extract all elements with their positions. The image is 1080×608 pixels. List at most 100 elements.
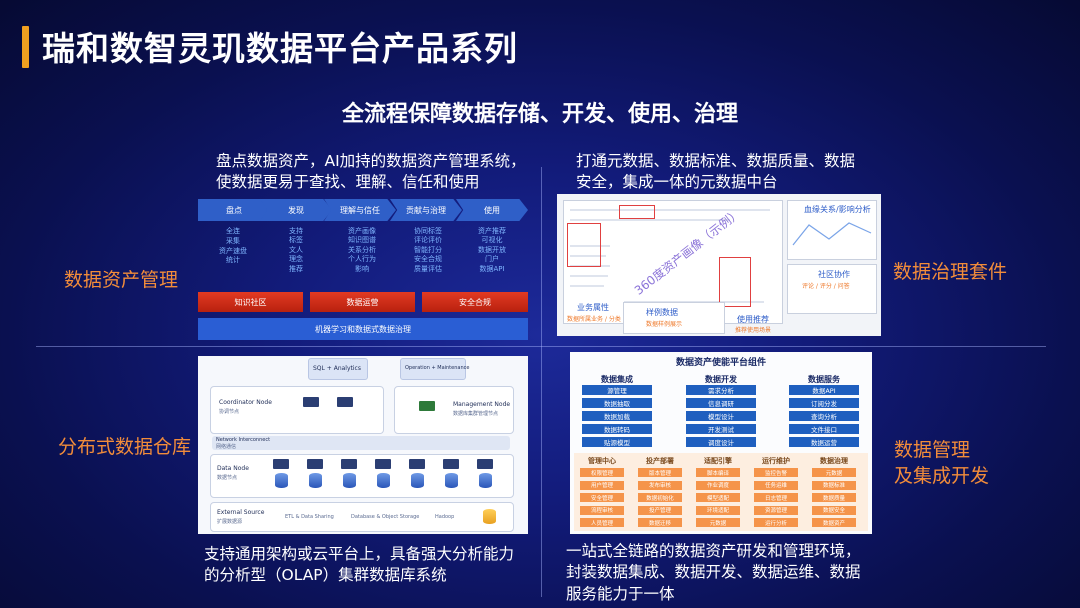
usage-recommend-tag: 使用推荐	[737, 315, 769, 324]
highlight-box	[619, 205, 655, 219]
business-attribute-tag: 业务属性	[577, 303, 609, 312]
operation-maintenance-pill: Operation + Maintenance	[400, 358, 469, 380]
component-item: 调度设计	[686, 437, 756, 447]
component-group-heading: 数据服务	[808, 375, 840, 384]
lineage-tag: 血缘关系/影响分析	[804, 205, 871, 214]
highlight-box	[719, 257, 751, 307]
security-compliance-button: 安全合规	[422, 292, 528, 312]
server-icon	[409, 459, 425, 469]
distributed-warehouse-label: 分布式数据仓库	[58, 436, 192, 458]
component-item: 数据加载	[582, 411, 652, 421]
server-icon	[303, 397, 319, 407]
operation-group-heading: 运行维护	[762, 457, 790, 465]
disk-icon	[445, 473, 458, 488]
stage-chevron: 使用	[456, 199, 528, 221]
operation-group-heading: 投产部署	[646, 457, 674, 465]
usage-recommend-subtag: 推荐使用场景	[735, 327, 772, 334]
warehouse-architecture-diagram: SQL + Analytics Operation + Maintenance …	[198, 356, 528, 534]
stage-chevron: 理解与信任	[324, 199, 396, 221]
sample-data-window: 样例数据 数据样例展示	[623, 302, 725, 334]
operation-item: 任务运维	[754, 480, 798, 490]
component-item: 需求分析	[686, 385, 756, 395]
knowledge-community-button: 知识社区	[198, 292, 303, 312]
operation-item: 流程审核	[580, 505, 624, 515]
operation-item: 运行分析	[754, 518, 798, 527]
disk-icon	[343, 473, 356, 488]
operation-item: 作业调度	[696, 480, 740, 490]
lineage-graph	[792, 222, 872, 246]
lineage-window: 血缘关系/影响分析	[787, 200, 877, 260]
component-item: 文件接口	[789, 424, 859, 434]
operation-group-heading: 适配引擎	[704, 457, 732, 465]
stage-column: 全连采集资产速盘统计	[219, 227, 247, 265]
network-interconnect-bar: Network Interconnect 网络通信	[212, 436, 510, 450]
stage-column: 协同标签评论评价智能打分安全合规质量评估	[414, 227, 442, 273]
disk-icon	[377, 473, 390, 488]
stage-column: 资产推荐可视化数据开放门户数据API	[478, 227, 506, 273]
server-icon	[443, 459, 459, 469]
server-icon	[273, 459, 289, 469]
horizontal-divider	[36, 346, 1046, 347]
operation-item: 用户管理	[580, 480, 624, 490]
component-item: 贴源模型	[582, 437, 652, 447]
title-accent-bar	[22, 26, 29, 68]
server-icon	[477, 459, 493, 469]
external-source-box: External Source 扩展数据源 ETL & Data Sharing…	[210, 502, 514, 532]
operation-item: 数据安全	[812, 505, 856, 515]
component-item: 订阅分发	[789, 398, 859, 408]
server-icon	[375, 459, 391, 469]
operation-item: 环境适配	[696, 505, 740, 515]
operation-item: 发布审核	[638, 480, 682, 490]
component-item: 模型设计	[686, 411, 756, 421]
stage-column: 支持标签文人理念推荐	[289, 227, 303, 273]
component-item: 源管理	[582, 385, 652, 395]
governance-screenshot: 360度资产画像（示例） 血缘关系/影响分析 社区协作 评论 / 评分 / 问答…	[557, 194, 881, 336]
community-subtag: 评论 / 评分 / 问答	[802, 283, 850, 290]
component-item: 数据运营	[789, 437, 859, 447]
operation-item: 投产管理	[638, 505, 682, 515]
operation-item: 数据迁移	[638, 518, 682, 527]
community-tag: 社区协作	[818, 270, 850, 279]
management-node-box: Management Node 数据库集群管理节点	[394, 386, 514, 434]
governance-suite-description: 打通元数据、数据标准、数据质量、数据安全，集成一体的元数据中台	[576, 152, 856, 192]
sql-analytics-pill: SQL + Analytics	[308, 358, 368, 380]
ml-governance-bar: 机器学习和数据式数据治理	[198, 318, 528, 340]
operation-item: 数据初始化	[638, 493, 682, 502]
operation-item: 资源管理	[754, 505, 798, 515]
component-item: 数据转码	[582, 424, 652, 434]
operation-item: 元数据	[696, 518, 740, 527]
asset-management-label: 数据资产管理	[64, 269, 179, 291]
community-window: 社区协作 评论 / 评分 / 问答	[787, 264, 877, 314]
coordinator-node-box: Coordinator Node 协调节点	[210, 386, 384, 434]
component-item: 开发测试	[686, 424, 756, 434]
stage-chevron: 发现	[260, 199, 332, 221]
vertical-divider	[541, 167, 542, 597]
asset-management-description: 盘点数据资产，AI加持的数据资产管理系统，使数据更易于查找、理解、信任和使用	[216, 152, 526, 192]
stage-chevron: 贡献与治理	[390, 199, 462, 221]
governance-suite-label: 数据治理套件	[893, 261, 1008, 283]
data-operation-button: 数据运营	[310, 292, 415, 312]
component-item: 数据抽取	[582, 398, 652, 408]
disk-icon	[411, 473, 424, 488]
data-asset-enablement-panel: 数据资产使能平台组件 数据集成源管理数据抽取数据加载数据转码贴源模型数据开发需求…	[570, 352, 872, 534]
component-group-heading: 数据开发	[705, 375, 737, 384]
highlight-box	[567, 223, 601, 267]
data-management-description: 一站式全链路的数据资产研发和管理环境，封装数据集成、数据开发、数据运维、数据服务…	[566, 542, 861, 603]
disk-icon	[479, 473, 492, 488]
sample-data-tag: 样例数据	[646, 308, 678, 317]
component-group-heading: 数据集成	[601, 375, 633, 384]
operation-item: 监控告警	[754, 468, 798, 477]
operation-item: 安全管理	[580, 493, 624, 502]
slide-title: 瑞和数智灵玑数据平台产品系列	[42, 29, 518, 68]
operation-item: 模型适配	[696, 493, 740, 502]
component-item: 查询分析	[789, 411, 859, 421]
stage-chevron: 盘点	[198, 199, 270, 221]
stage-column: 资产画像知识图谱关系分析个人行为影响	[348, 227, 376, 273]
operation-item: 元数据	[812, 468, 856, 477]
data-node-box: Data Node 数据节点	[210, 454, 514, 498]
component-item: 信息调研	[686, 398, 756, 408]
operation-item: 数据标准	[812, 480, 856, 490]
hadoop-icon	[483, 509, 496, 524]
disk-icon	[275, 473, 288, 488]
server-icon	[337, 397, 353, 407]
